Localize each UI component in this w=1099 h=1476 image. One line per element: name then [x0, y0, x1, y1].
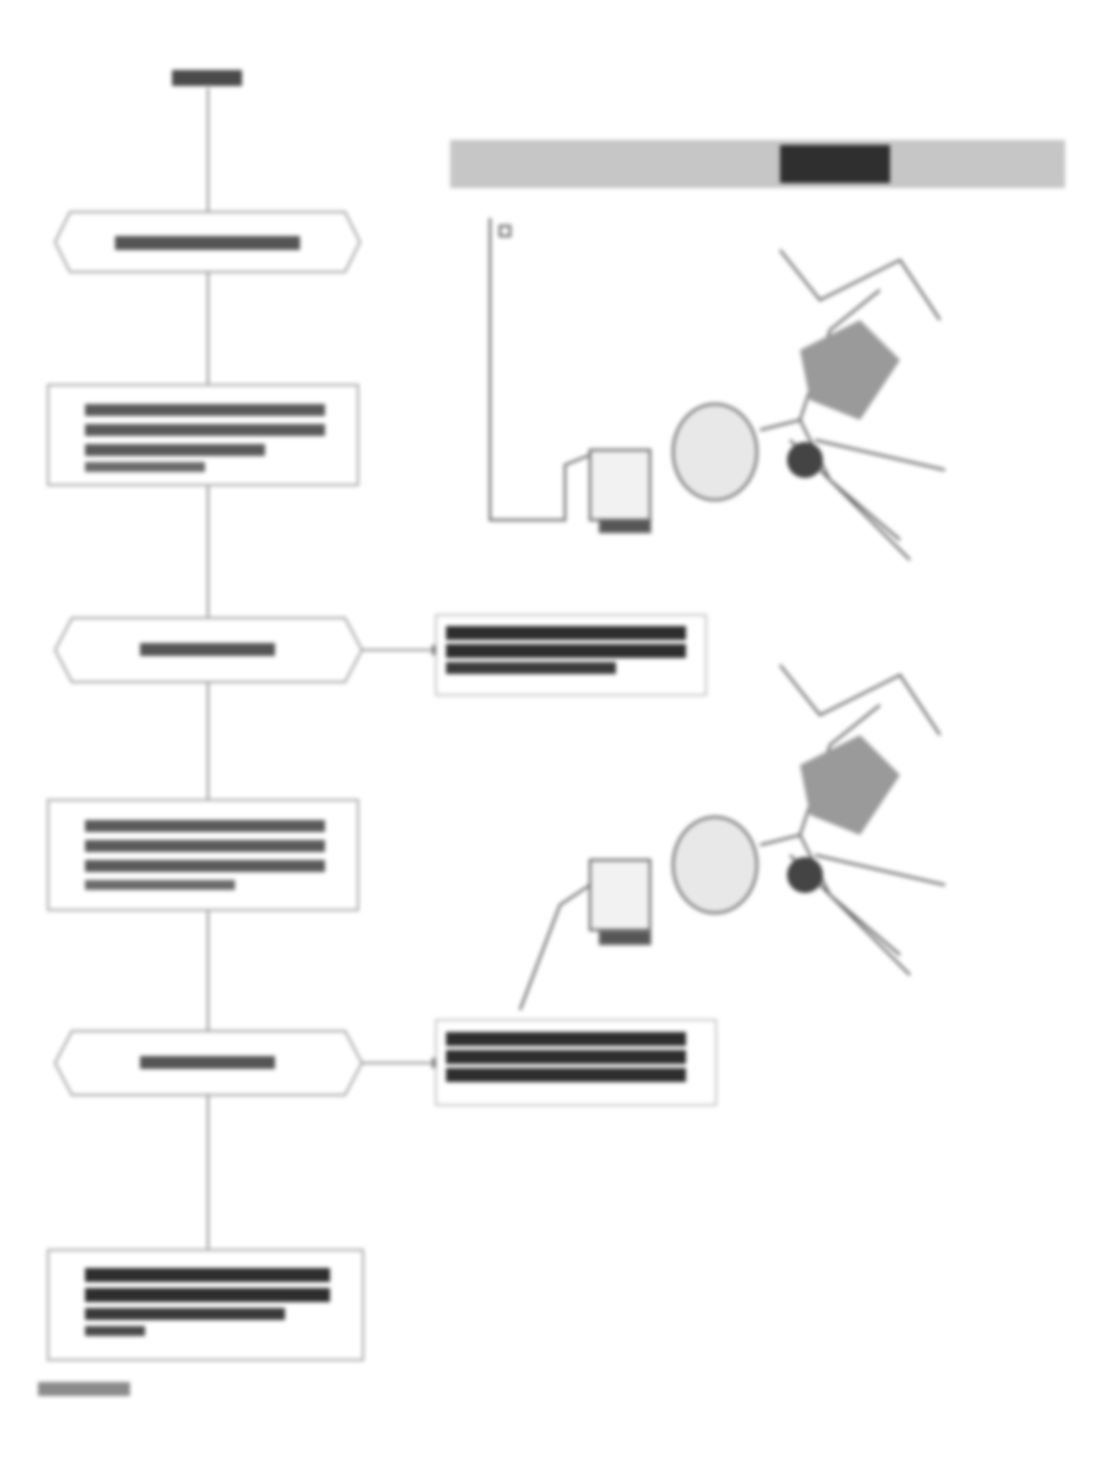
- flow-node-3: [53, 617, 444, 683]
- footer-code: [38, 1382, 130, 1396]
- flow-node-4: [47, 799, 359, 911]
- flow-node-5: [53, 1030, 444, 1096]
- flow-node-2: [47, 384, 359, 486]
- illustration-header: [450, 140, 1065, 188]
- flow-node-6: [47, 1249, 364, 1361]
- flow-node-1: [53, 211, 362, 273]
- illustration-1: [488, 218, 946, 561]
- branch-result-2: [435, 1019, 717, 1106]
- branch-result-1: [435, 614, 707, 696]
- start-label-block: [172, 70, 242, 86]
- illustration-2: [518, 664, 946, 1011]
